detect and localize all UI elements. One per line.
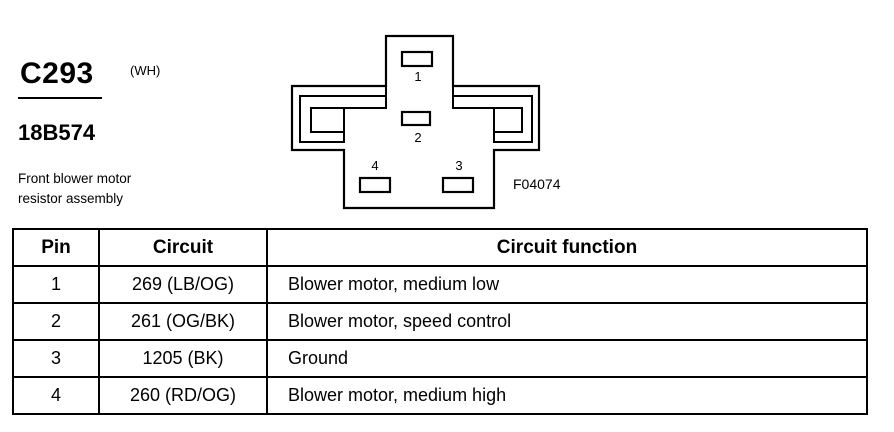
connector-housing-outer xyxy=(290,34,541,210)
header-circuit: Circuit xyxy=(98,228,268,267)
cell-circuit: 260 (RD/OG) xyxy=(98,376,268,415)
table-header-row: Pin Circuit Circuit function xyxy=(12,228,868,267)
cell-function: Blower motor, medium low xyxy=(266,265,868,304)
cell-function: Ground xyxy=(266,339,868,378)
cell-circuit: 1205 (BK) xyxy=(98,339,268,378)
connector-housing-inner xyxy=(299,86,533,143)
terminal-4 xyxy=(358,176,392,194)
connector-id: C293 xyxy=(20,57,94,90)
pinout-table: Pin Circuit Circuit function 1 269 (LB/O… xyxy=(12,228,868,415)
cell-pin: 1 xyxy=(12,265,100,304)
connector-color-code: (WH) xyxy=(130,63,161,78)
header-circuit-function: Circuit function xyxy=(266,228,868,267)
header-pin: Pin xyxy=(12,228,100,267)
connector-id-underline xyxy=(18,97,102,99)
pin-label-4: 4 xyxy=(371,158,378,173)
description-line-2: resistor assembly xyxy=(18,191,124,206)
terminal-2 xyxy=(400,110,432,127)
cell-pin: 2 xyxy=(12,302,100,341)
pin-label-3: 3 xyxy=(455,158,462,173)
description-line-1: Front blower motor xyxy=(18,171,132,186)
table-row: 1 269 (LB/OG) Blower motor, medium low xyxy=(12,265,868,304)
cell-pin: 4 xyxy=(12,376,100,415)
table-row: 2 261 (OG/BK) Blower motor, speed contro… xyxy=(12,302,868,341)
left-locking-tab xyxy=(310,107,345,133)
terminal-3 xyxy=(441,176,475,194)
cell-function: Blower motor, speed control xyxy=(266,302,868,341)
table-row: 3 1205 (BK) Ground xyxy=(12,339,868,378)
pin-label-2: 2 xyxy=(414,130,421,145)
cell-pin: 3 xyxy=(12,339,100,378)
cell-function: Blower motor, medium high xyxy=(266,376,868,415)
part-number: 18B574 xyxy=(18,120,96,145)
table-row: 4 260 (RD/OG) Blower motor, medium high xyxy=(12,376,868,415)
cell-circuit: 269 (LB/OG) xyxy=(98,265,268,304)
right-locking-tab xyxy=(493,107,523,133)
pin-label-1: 1 xyxy=(414,69,421,84)
connector-face-diagram: 1 2 4 3 xyxy=(290,34,541,210)
cell-circuit: 261 (OG/BK) xyxy=(98,302,268,341)
terminal-1 xyxy=(400,50,434,68)
figure-id: F04074 xyxy=(513,176,561,192)
